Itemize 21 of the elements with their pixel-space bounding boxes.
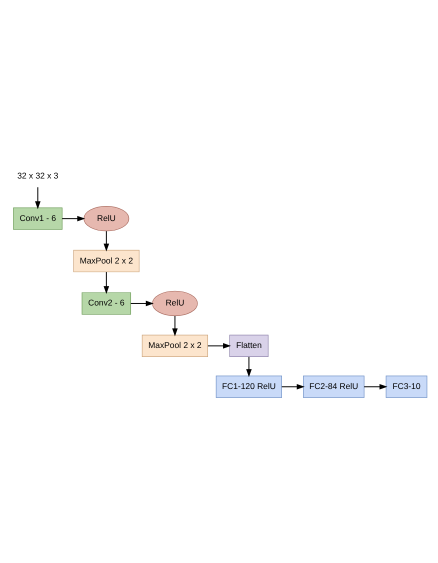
node-text: 32 x 32 x 3 [17, 170, 58, 180]
arrow [172, 316, 178, 336]
arrow [281, 384, 305, 390]
arrow [35, 186, 41, 210]
arrow [246, 356, 252, 378]
arrow [207, 343, 231, 349]
node-box: FC2-84 RelU [303, 376, 364, 398]
node-ellipse: RelU [152, 290, 198, 316]
arrow [364, 384, 388, 390]
node-box: Conv1 - 6 [13, 208, 62, 230]
node-box: Conv2 - 6 [82, 292, 132, 315]
node-box: FC3-10 [386, 376, 428, 398]
node-ellipse: RelU [84, 206, 130, 232]
node-box: MaxPool 2 x 2 [73, 250, 140, 272]
node-box: Flatten [229, 334, 268, 357]
node-box: FC1-120 RelU [216, 376, 282, 398]
arrow [104, 230, 110, 252]
arrow [104, 272, 110, 294]
node-box: MaxPool 2 x 2 [142, 334, 208, 357]
arrow [62, 216, 86, 222]
arrow [130, 300, 154, 306]
